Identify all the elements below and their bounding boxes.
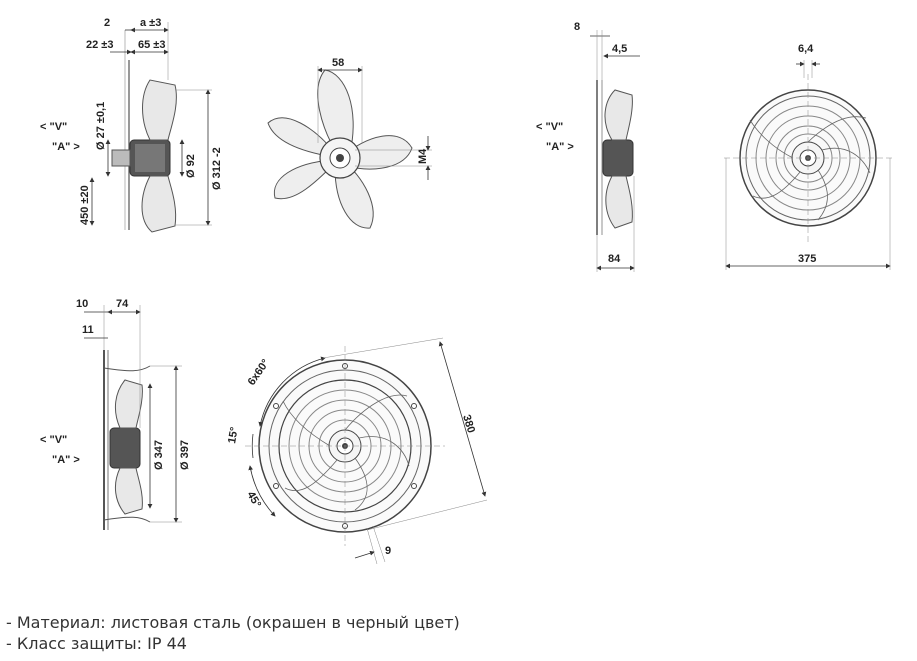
dim-450: 450 ±20 [79, 185, 91, 225]
dim-10: 10 [76, 298, 88, 310]
dim-6-4: 6,4 [798, 43, 814, 55]
side-view-ring: 10 74 11 Ø 347 Ø 397 < "V" "A" > [40, 298, 191, 530]
dim-d312: Ø 312 -2 [211, 147, 223, 190]
front-view-guard: 6,4 375 [724, 43, 892, 270]
dim-11: 11 [82, 324, 94, 336]
label-v: < "V" [40, 434, 67, 446]
label-a: "A" > [52, 141, 80, 153]
label-v: < "V" [40, 121, 67, 133]
spec-material: - Материал: листовая сталь (окрашен в че… [6, 613, 460, 632]
dim-2: 2 [104, 17, 110, 29]
dim-m4: M4 [417, 148, 429, 164]
label-a: "A" > [52, 454, 80, 466]
dim-22: 22 ±3 [86, 39, 113, 51]
label-v: < "V" [536, 121, 563, 133]
dim-58: 58 [332, 57, 344, 69]
technical-drawing: 2 a ±3 22 ±3 65 ±3 Ø 27 ±0,1 450 ±20 Ø 9… [40, 17, 892, 565]
side-view-guard: 8 4,5 84 < "V" "A" > [536, 21, 640, 272]
dim-15: 15° [226, 426, 241, 444]
side-view-a: 2 a ±3 22 ±3 65 ±3 Ø 27 ±0,1 450 ±20 Ø 9… [40, 17, 223, 233]
dim-9: 9 [385, 545, 391, 557]
dim-8: 8 [574, 21, 580, 33]
dim-6x60: 6x60° [246, 357, 272, 388]
front-view-blades: 58 M4 [267, 57, 432, 229]
front-view-ring: 6x60° 15° 45° 380 9 [226, 337, 488, 565]
dim-d27: Ø 27 ±0,1 [95, 102, 107, 150]
dim-84: 84 [608, 253, 621, 265]
dim-375: 375 [798, 253, 816, 265]
specs-list: - Материал: листовая сталь (окрашен в че… [6, 612, 460, 654]
dim-d92: Ø 92 [185, 154, 197, 178]
spec-protection-class: - Класс защиты: IP 44 [6, 634, 187, 653]
label-a: "A" > [546, 141, 574, 153]
dim-65: 65 ±3 [138, 39, 165, 51]
dim-380: 380 [460, 413, 477, 434]
dim-74: 74 [116, 298, 129, 310]
dim-4-5: 4,5 [612, 43, 627, 55]
dim-d347: Ø 347 [153, 440, 165, 470]
dim-45: 45° [244, 490, 263, 510]
dim-d397: Ø 397 [179, 440, 191, 470]
dim-a: a ±3 [140, 17, 161, 29]
